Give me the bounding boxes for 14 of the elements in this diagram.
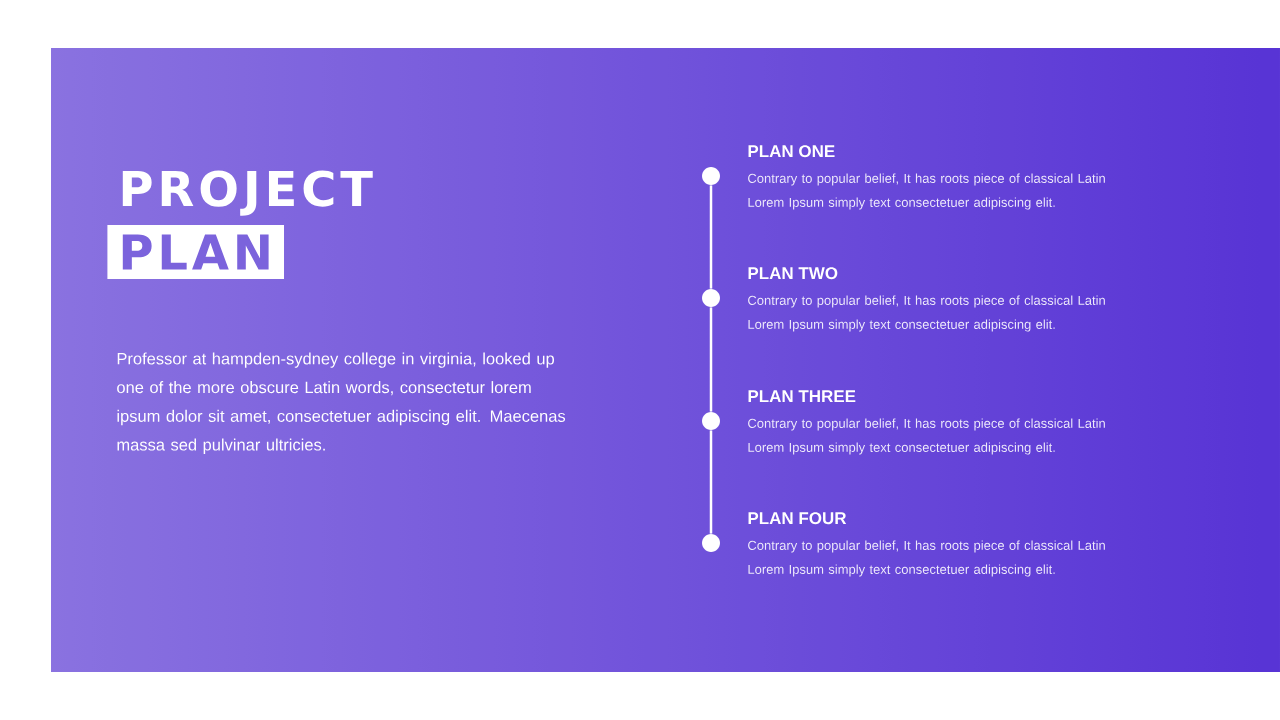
timeline-line xyxy=(709,185,713,289)
plan-description: Contrary to popular belief, It has roots piece of classical Latin Lorem Ipsum simply text consectetuer adipiscing elit. xyxy=(748,540,1105,577)
title: PROJECT xyxy=(122,170,373,216)
plan-heading: PLAN TWO xyxy=(748,267,838,280)
description-text: Professor at hampden-sydney college in virginia, looked up one of the more obscure Latin words, consectetur lorem ipsum dolor sit amet, consectetuer adipiscing elit. Maecenas massa sed pulvinar ultricies. xyxy=(117,352,566,454)
plan-description: Contrary to popular belief, It has roots piece of classical Latin Lorem Ipsum simply text consectetuer adipiscing elit. xyxy=(748,295,1105,332)
plan-heading: PLAN ONE xyxy=(748,145,835,158)
timeline-line xyxy=(709,307,713,412)
timeline-line xyxy=(709,430,713,534)
plan-description: Contrary to popular belief, It has roots piece of classical Latin Lorem Ipsum simply text consectetuer adipiscing elit. xyxy=(748,418,1105,455)
plan-heading: PLAN THREE xyxy=(748,390,856,402)
plan-description: Contrary to popular belief, It has roots piece of classical Latin Lorem Ipsum simply text consectetuer adipiscing elit. xyxy=(748,173,1105,210)
plan-heading: PLAN FOUR xyxy=(748,512,847,525)
highlight-box: PLAN xyxy=(107,225,284,279)
